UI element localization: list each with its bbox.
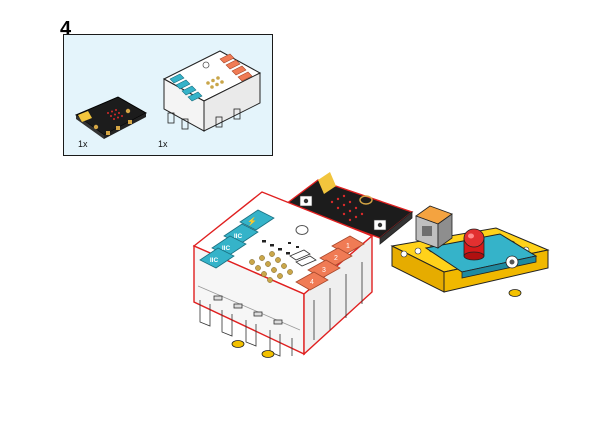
port-label: 4: [310, 279, 314, 286]
port-label: 3: [322, 267, 326, 274]
right-ports: 1 2 3 4: [295, 235, 365, 291]
port-iic: IIC: [199, 247, 235, 269]
step-number: 4: [60, 18, 72, 40]
expansion-board-part-icon: [162, 50, 262, 132]
port-4: 4: [295, 271, 329, 291]
port-label: 2: [334, 255, 338, 262]
port-power: ⚡: [239, 209, 275, 231]
left-ports: ⚡ IIC IIC IIC: [199, 209, 275, 269]
port-label: IIC: [222, 245, 231, 252]
microbit-quantity: 1x: [78, 139, 88, 149]
microbit-part-icon: [74, 96, 148, 139]
nezha-expansion-board: ⚡ IIC IIC IIC 1 2: [192, 191, 374, 358]
gold-pin-header: [249, 251, 293, 283]
button-circle-icon: [295, 225, 309, 235]
parts-list-panel: 1x 1x: [63, 34, 273, 156]
microbit-board: [284, 172, 414, 245]
port-label: IIC: [234, 233, 243, 240]
port-label: 1: [346, 243, 350, 250]
expansion-board-quantity: 1x: [158, 139, 168, 149]
port-label: ⚡: [247, 216, 257, 226]
yellow-beam-with-led: [390, 205, 550, 297]
port-label: IIC: [210, 257, 219, 264]
